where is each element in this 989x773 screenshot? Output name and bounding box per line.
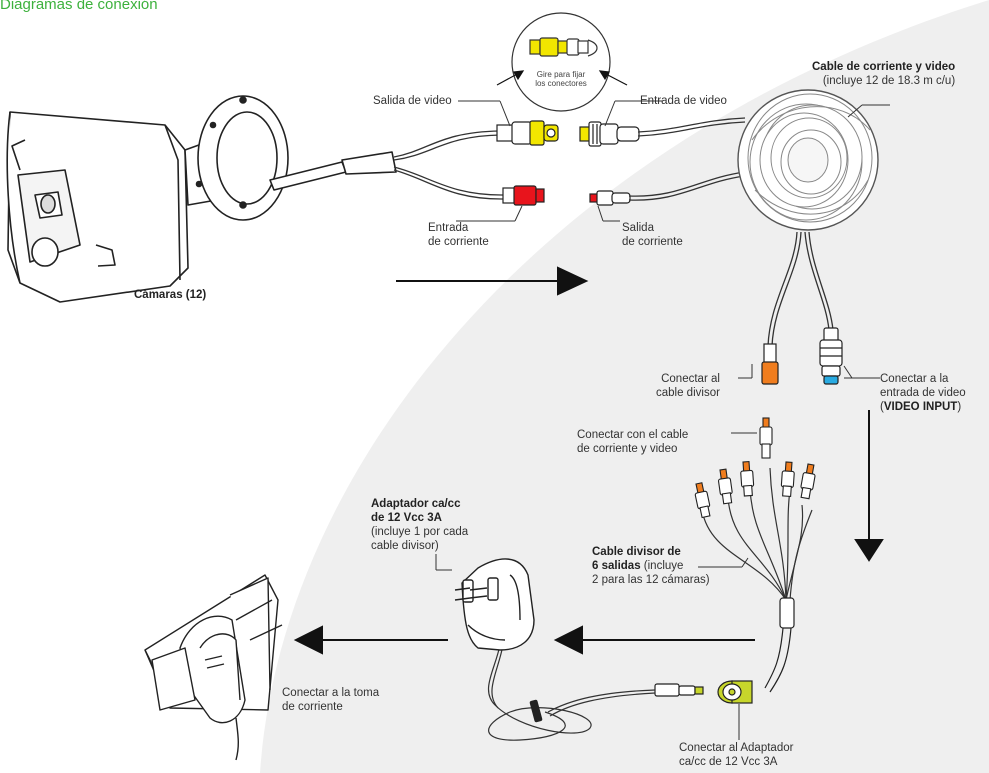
splitter-body xyxy=(717,597,795,704)
video-out-connector xyxy=(496,120,559,146)
splitter-label-2-bold: 6 salidas xyxy=(592,560,641,572)
video-input-bold: VIDEO INPUT xyxy=(883,401,958,413)
power-out-label-2: de corriente xyxy=(622,236,683,248)
cable-title: Cable de corriente y video xyxy=(812,61,956,73)
cameras-label-text: Cámaras (12) xyxy=(134,289,207,301)
splitter-plugs xyxy=(694,417,816,519)
connect-splitter-1: Conectar al xyxy=(661,373,720,385)
ac-adapter xyxy=(454,558,535,651)
twist-callout xyxy=(511,12,611,112)
connect-cable-label: Conectar con el cable de corriente y vid… xyxy=(577,428,688,456)
adapter-dc-plug xyxy=(654,683,704,697)
power-out-connector xyxy=(589,190,631,206)
coil-lower-cables xyxy=(767,231,834,347)
page-title: Diagramas de conexión xyxy=(0,0,158,13)
twist-note-line1: Gire para fijar xyxy=(536,70,586,79)
power-out-label: Salida de corriente xyxy=(622,221,683,249)
outlet-label-1: Conectar a la toma xyxy=(282,687,380,699)
paren-close: ) xyxy=(957,401,962,413)
flow-arrows xyxy=(293,266,884,655)
cable-tie xyxy=(529,699,543,723)
connect-video-input-label: Conectar a la entrada de video (VIDEO IN… xyxy=(880,372,966,414)
cable-coil xyxy=(737,89,879,231)
adapter-label-4: cable divisor) xyxy=(371,540,439,552)
adapter-label: Adaptador ca/cc de 12 Vcc 3A (incluye 1 … xyxy=(371,497,468,553)
connect-adapter-label: Conectar al Adaptador ca/cc de 12 Vcc 3A xyxy=(679,741,793,769)
connect-splitter-2: cable divisor xyxy=(656,387,720,399)
cable-subtitle: (incluye 12 de 18.3 m c/u) xyxy=(822,75,956,87)
splitter-plug-connector xyxy=(761,343,779,385)
connect-splitter-label: Conectar al cable divisor xyxy=(656,372,720,400)
cameras-label: Cámaras (12) xyxy=(134,288,206,302)
connect-video-input-1: Conectar a la xyxy=(880,373,949,385)
adapter-label-3: (incluye 1 por cada xyxy=(371,526,469,538)
adapter-label-1: Adaptador ca/cc xyxy=(371,498,461,510)
arrow-down-head xyxy=(854,539,884,562)
power-in-label: Entrada de corriente xyxy=(428,221,489,249)
connect-video-input-2: entrada de video xyxy=(880,387,966,399)
splitter-label-3: 2 para las 12 cámaras) xyxy=(592,574,710,586)
connect-cable-1: Conectar con el cable xyxy=(577,429,689,441)
splitter-label-2-rest: (incluye xyxy=(640,560,684,572)
cable-label: Cable de corriente y video (incluye 12 d… xyxy=(812,60,955,88)
twist-note-line2: los conectores xyxy=(535,79,587,88)
power-in-connector xyxy=(502,185,545,206)
wall-outlet xyxy=(144,574,283,761)
leader-lines xyxy=(435,100,890,740)
video-out-label: Salida de video xyxy=(373,95,452,107)
adapter-label-2: de 12 Vcc 3A xyxy=(371,512,442,524)
arrow-left-2-head xyxy=(293,625,323,655)
splitter-label: Cable divisor de 6 salidas (incluye 2 pa… xyxy=(592,545,710,587)
connect-adapter-1: Conectar al Adaptador xyxy=(679,742,794,754)
connect-adapter-2: ca/cc de 12 Vcc 3A xyxy=(679,756,778,768)
arrow-left-1-head xyxy=(553,625,583,655)
camera-cables xyxy=(393,130,506,200)
video-in-connector xyxy=(579,121,640,147)
twist-note: Gire para fijar los conectores xyxy=(528,70,594,88)
power-in-label-2: de corriente xyxy=(428,236,489,248)
video-in-label: Entrada de video xyxy=(640,95,727,107)
splitter-cables xyxy=(701,467,813,601)
splitter-label-1: Cable divisor de xyxy=(592,546,681,558)
paren-open: ( xyxy=(880,401,884,413)
power-out-label-1: Salida xyxy=(622,222,654,234)
outlet-label-2: de corriente xyxy=(282,701,343,713)
camera-illustration xyxy=(6,95,397,303)
adapter-cable xyxy=(487,644,656,741)
coil-cables xyxy=(628,117,746,201)
power-in-label-1: Entrada xyxy=(428,222,469,234)
outlet-label: Conectar a la toma de corriente xyxy=(282,686,379,714)
arrow-right-head xyxy=(557,266,589,296)
callout-arrows xyxy=(496,70,628,86)
connect-cable-2: de corriente y video xyxy=(577,443,678,455)
bnc-video-connector xyxy=(819,327,843,385)
